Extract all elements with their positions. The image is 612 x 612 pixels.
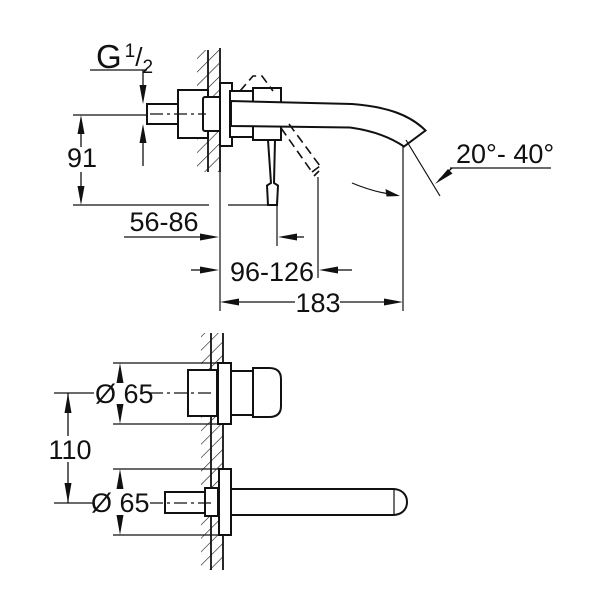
lever-tilted-edge	[288, 123, 321, 167]
dim-label-183: 183	[295, 288, 340, 318]
handle-collar	[230, 370, 254, 416]
dim-height-91: 91	[67, 114, 278, 206]
dim-projection-183: 183	[220, 288, 403, 318]
angle-reference-line	[405, 139, 441, 197]
lever-tilted-tip	[313, 170, 320, 177]
dim-label-dia-bottom: Ø 65	[91, 488, 150, 518]
dim-label-96-126: 96-126	[230, 257, 314, 287]
lever-tilted-edge	[280, 127, 313, 173]
dim-angle: 20°- 40°	[351, 139, 554, 197]
dim-label-110: 110	[48, 435, 91, 465]
lever-tilted-cap	[311, 165, 321, 173]
handle-escutcheon	[217, 362, 232, 425]
spout	[230, 99, 428, 148]
handle-knob	[252, 367, 282, 418]
spout-escutcheon	[218, 468, 232, 536]
lever-alternate-positions	[239, 75, 321, 177]
dim-label-dia-top: Ø 65	[95, 379, 154, 409]
dim-handle-diameter: Ø 65	[95, 362, 232, 425]
dim-center-distance: 110	[48, 392, 94, 504]
dim-label-91: 91	[67, 143, 97, 173]
spout-concealed-body	[204, 487, 219, 517]
dim-label-angle: 20°- 40°	[456, 139, 554, 169]
front-view: Ø 65 110 Ø 65	[48, 333, 409, 570]
lever-handle	[265, 139, 280, 206]
dim-spout-diameter: Ø 65	[91, 468, 232, 536]
spout-tube	[230, 488, 409, 516]
dim-depth-56-86: 56-86	[124, 207, 304, 241]
dim-label-56-86: 56-86	[129, 207, 198, 237]
dim-reach-96-126: 96-126	[191, 257, 352, 287]
